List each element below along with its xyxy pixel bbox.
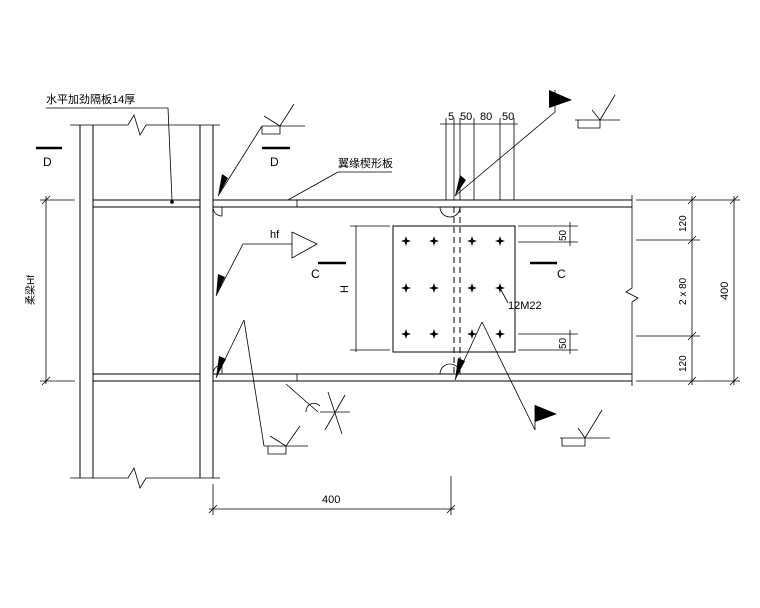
dim-top: 5 50 80 50 [440, 111, 518, 200]
dim-top-80: 80 [480, 111, 492, 123]
weld-symbol-bottom-right [454, 321, 610, 447]
flange-plate-note-text: 翼缘楔形板 [338, 156, 393, 170]
dim-right-120a: 120 [678, 215, 689, 232]
bolt-spec-label: 12M22 [508, 300, 542, 312]
column-stiffeners [93, 199, 200, 382]
dim-top-50a: 50 [460, 111, 472, 123]
dim-right-outer: 120 2 x 80 120 400 [636, 195, 740, 386]
bolt [401, 329, 411, 339]
dim-beam-h: H [339, 225, 390, 352]
stiffener-note-text: 水平加劲隔板14厚 [46, 92, 135, 106]
bolt-spec-note: 12M22 [499, 287, 542, 312]
section-d-left-label: D [43, 155, 52, 169]
dim-bottom: 400 [208, 476, 456, 515]
bolt [401, 236, 411, 246]
dim-right-bolt: 50 50 [518, 222, 578, 354]
bolt [467, 329, 477, 339]
bolt [495, 236, 505, 246]
weld-symbol-bottom-left [215, 319, 308, 455]
weld-symbol-hf: hf [215, 229, 318, 297]
dim-right-400: 400 [719, 282, 731, 300]
weld-access-holes [212, 206, 461, 375]
dim-top-50b: 50 [502, 111, 514, 123]
section-mark-c-left: C [311, 261, 346, 281]
weld-symbol-top-left [217, 103, 305, 197]
dim-column-height: 柔梁Hf [24, 195, 75, 386]
column [70, 114, 220, 489]
weld-size-label: hf [270, 229, 280, 241]
dim-top-5: 5 [448, 111, 454, 123]
column-height-label: 柔梁Hf [24, 275, 37, 305]
weld-symbol-top-right [454, 90, 620, 197]
section-mark-d-left: D [36, 146, 62, 169]
dim-right-50b: 50 [558, 337, 569, 349]
bolt [429, 283, 439, 293]
section-mark-d-right: D [262, 146, 290, 169]
section-d-right-label: D [270, 155, 279, 169]
dim-right-120b: 120 [678, 355, 689, 372]
splice-plate [392, 207, 516, 374]
bolt [467, 236, 477, 246]
dim-right-2x80: 2 x 80 [678, 277, 689, 305]
section-mark-c-right: C [530, 261, 566, 281]
beam-h-label: H [339, 285, 351, 293]
bolt [401, 283, 411, 293]
flange-plate-note: 翼缘楔形板 [287, 156, 393, 201]
bolt [429, 236, 439, 246]
bolt [495, 329, 505, 339]
section-c-right-label: C [557, 267, 566, 281]
bolt [467, 283, 477, 293]
section-c-left-label: C [311, 267, 320, 281]
beam [213, 195, 639, 386]
dim-bottom-400: 400 [322, 494, 340, 506]
bolt-group [401, 236, 505, 339]
weld-symbol-bottom-flange [285, 383, 350, 435]
dim-right-50a: 50 [558, 229, 569, 241]
bolt [429, 329, 439, 339]
stiffener-note: 水平加劲隔板14厚 [46, 92, 174, 204]
